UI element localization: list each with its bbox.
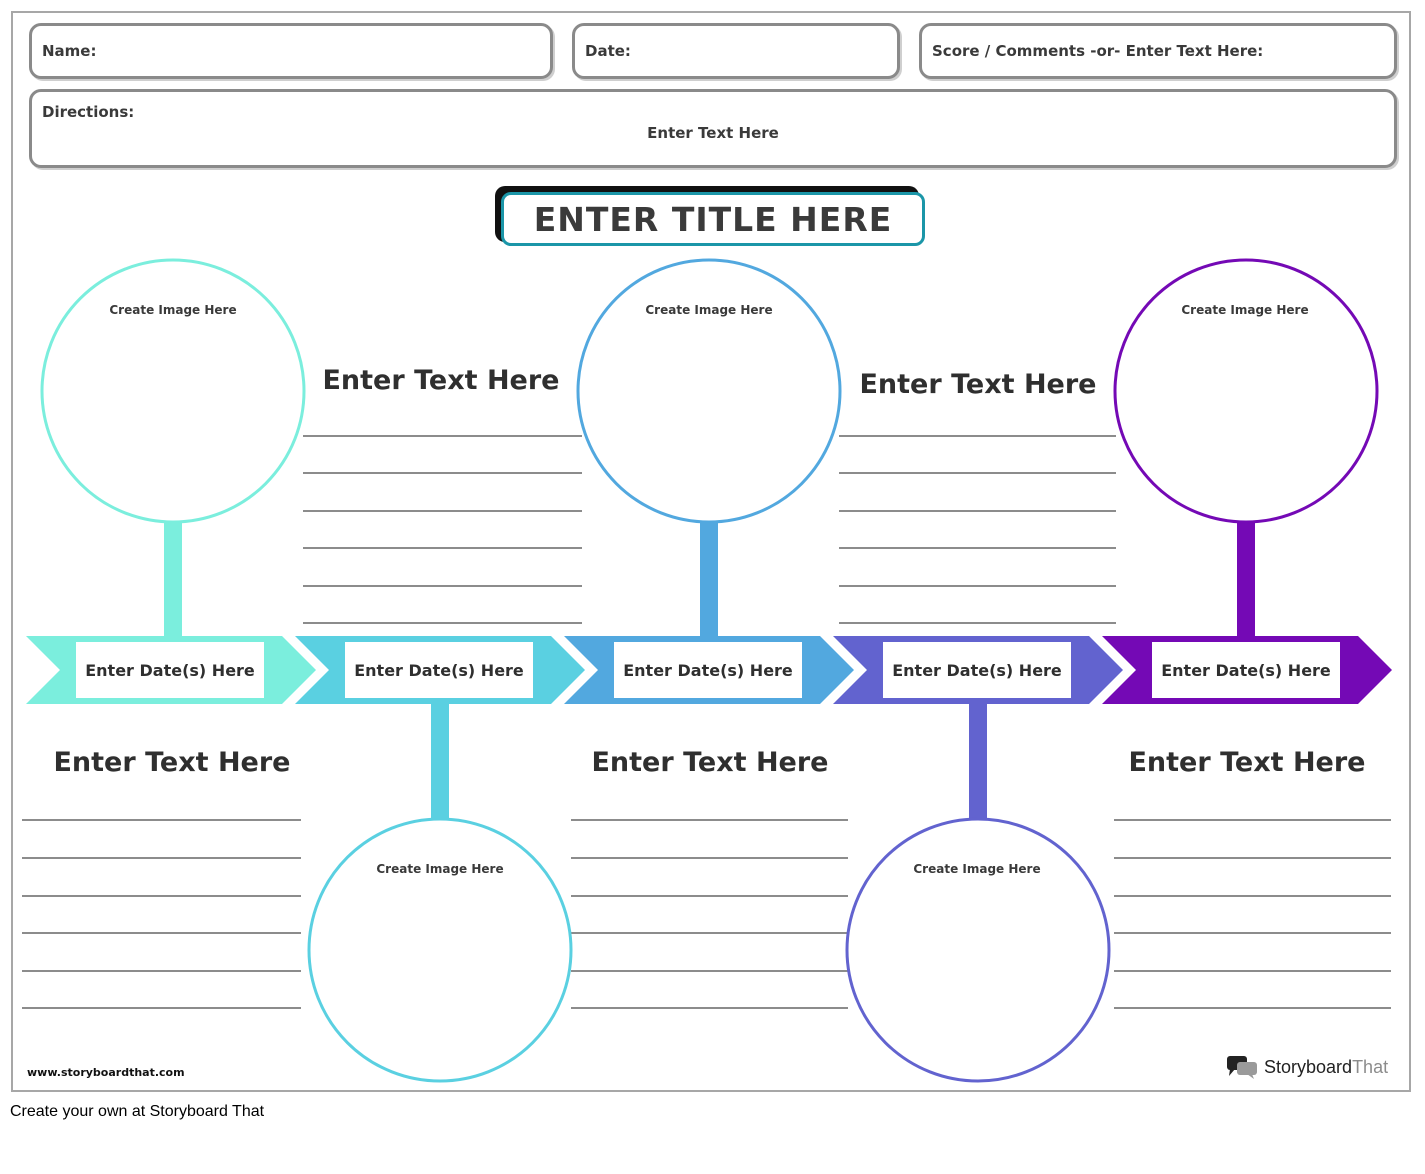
text-heading-3[interactable]: Enter Text Here (591, 747, 829, 778)
date-box-1[interactable]: Enter Date(s) Here (76, 642, 264, 698)
credit-link[interactable]: Create your own at Storyboard That (10, 1103, 265, 1120)
directions-text: Enter Text Here (647, 124, 779, 142)
date-box-3[interactable]: Enter Date(s) Here (614, 642, 802, 698)
speech-bubbles-icon (1227, 1056, 1257, 1079)
image-placeholder-circle-5 (1113, 258, 1379, 524)
score-field[interactable]: Score / Comments -or- Enter Text Here: (919, 23, 1397, 79)
image-placeholder-circle-3 (576, 258, 842, 524)
brand-logo: StoryboardThat (1226, 1054, 1388, 1080)
image-placeholder-circle-1 (40, 258, 306, 524)
date-label: Date: (585, 42, 631, 60)
brand-name-light: That (1352, 1056, 1389, 1077)
directions-label: Directions: (42, 103, 135, 121)
image-placeholder-label-4: Create Image Here (913, 862, 1041, 876)
image-placeholder-circle-4 (845, 817, 1111, 1083)
timeline-stem-3 (700, 522, 718, 638)
image-placeholder-label-5: Create Image Here (1181, 303, 1309, 317)
brand-name-main: Storyboard (1264, 1056, 1353, 1077)
date-box-4[interactable]: Enter Date(s) Here (883, 642, 1071, 698)
image-placeholder-label-3: Create Image Here (645, 303, 773, 317)
footer-url: www.storyboardthat.com (27, 1066, 185, 1079)
date-box-5[interactable]: Enter Date(s) Here (1152, 642, 1340, 698)
directions-field[interactable]: Directions: Enter Text Here (29, 89, 1397, 168)
name-label: Name: (42, 42, 97, 60)
text-heading-2[interactable]: Enter Text Here (322, 365, 560, 396)
image-placeholder-label-1: Create Image Here (109, 303, 237, 317)
timeline-stem-2 (431, 702, 449, 821)
name-field[interactable]: Name: (29, 23, 553, 79)
text-heading-5[interactable]: Enter Text Here (1128, 747, 1366, 778)
date-field[interactable]: Date: (572, 23, 900, 79)
date-box-2[interactable]: Enter Date(s) Here (345, 642, 533, 698)
brand-name: StoryboardThat (1264, 1057, 1388, 1078)
timeline-stem-1 (164, 522, 182, 638)
text-heading-1[interactable]: Enter Text Here (53, 747, 291, 778)
page-title[interactable]: ENTER TITLE HERE (501, 192, 925, 246)
score-label: Score / Comments -or- Enter Text Here: (932, 42, 1264, 60)
timeline-stem-5 (1237, 522, 1255, 638)
timeline-stem-4 (969, 702, 987, 821)
image-placeholder-label-2: Create Image Here (376, 862, 504, 876)
text-heading-4[interactable]: Enter Text Here (859, 369, 1097, 400)
image-placeholder-circle-2 (307, 817, 573, 1083)
